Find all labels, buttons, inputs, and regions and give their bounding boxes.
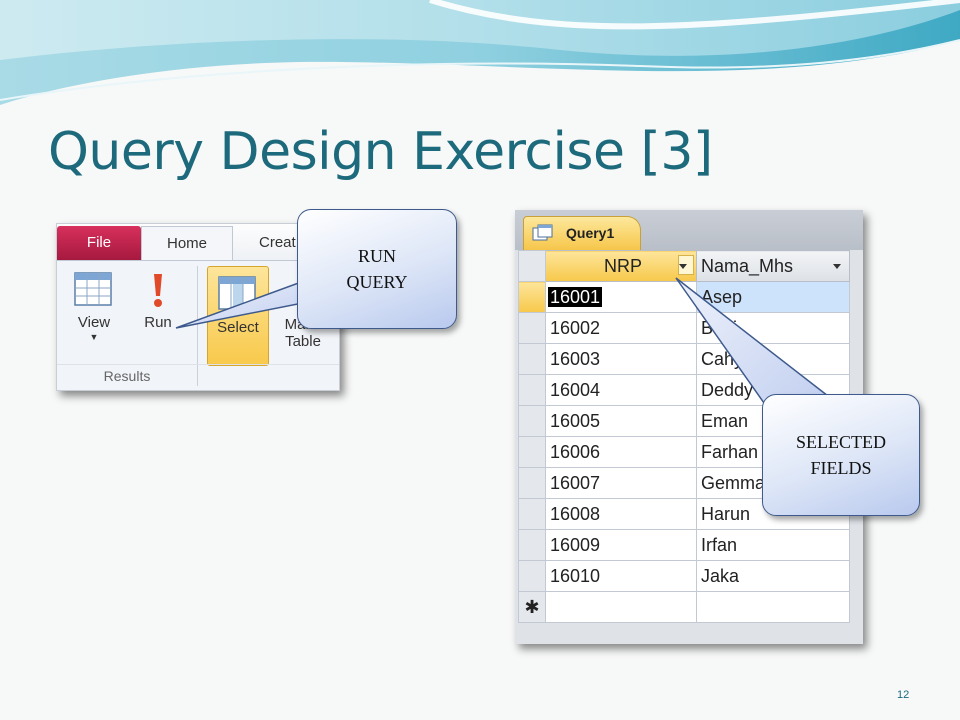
- select-query-icon: [218, 276, 256, 310]
- table-cell[interactable]: 16002: [545, 312, 697, 344]
- record-selector[interactable]: [518, 560, 546, 592]
- table-cell[interactable]: 16006: [545, 436, 697, 468]
- table-row[interactable]: 16001 Asep: [518, 281, 850, 313]
- selected-fields-callout: SELECTED FIELDS: [762, 394, 920, 516]
- chevron-down-icon: ▼: [89, 332, 99, 342]
- view-button-label: View: [77, 314, 111, 331]
- table-cell[interactable]: 16003: [545, 343, 697, 375]
- column-header-nama-mhs[interactable]: Nama_Mhs: [696, 250, 850, 282]
- table-row[interactable]: 16009 Irfan: [518, 529, 850, 561]
- chevron-down-icon[interactable]: [833, 264, 841, 269]
- table-cell[interactable]: [696, 591, 850, 623]
- table-cell[interactable]: Jaka: [696, 560, 850, 592]
- tab-create[interactable]: Creat: [259, 234, 296, 251]
- header-row: NRP Nama_Mhs: [518, 250, 850, 282]
- record-selector[interactable]: [518, 436, 546, 468]
- table-row[interactable]: 16003 Cahyadi: [518, 343, 850, 375]
- column-header-nama-mhs-label: Nama_Mhs: [701, 255, 794, 276]
- select-all-corner[interactable]: [518, 250, 546, 282]
- table-row[interactable]: 16002 Budi: [518, 312, 850, 344]
- document-tabbar: Query1: [515, 210, 863, 250]
- table-cell[interactable]: 16008: [545, 498, 697, 530]
- tab-file[interactable]: File: [57, 226, 141, 260]
- chevron-down-icon: [679, 264, 687, 269]
- table-cell[interactable]: 16009: [545, 529, 697, 561]
- query-icon: [532, 224, 553, 241]
- table-cell[interactable]: 16004: [545, 374, 697, 406]
- run-query-callout-text: RUN QUERY: [346, 245, 408, 292]
- record-selector[interactable]: [518, 405, 546, 437]
- view-button[interactable]: View ▼: [65, 270, 123, 343]
- run-button-label: Run: [144, 314, 172, 331]
- selected-cell-value: 16001: [548, 286, 603, 307]
- run-button[interactable]: Run: [129, 270, 187, 331]
- header-wave-decoration: [0, 0, 960, 105]
- table-cell[interactable]: Irfan: [696, 529, 850, 561]
- table-cell[interactable]: 16007: [545, 467, 697, 499]
- new-record-row[interactable]: ✱: [518, 591, 850, 623]
- exclamation-icon: [154, 274, 162, 307]
- select-query-button[interactable]: Select: [207, 266, 269, 366]
- run-query-callout: RUN QUERY: [297, 209, 457, 329]
- record-selector[interactable]: [518, 281, 546, 313]
- slide-title: Query Design Exercise [3]: [48, 122, 713, 182]
- table-cell[interactable]: 16001: [545, 281, 697, 313]
- table-cell[interactable]: 16005: [545, 405, 697, 437]
- record-selector[interactable]: [518, 498, 546, 530]
- select-button-label: Select: [217, 319, 259, 336]
- record-selector[interactable]: [518, 312, 546, 344]
- record-selector[interactable]: [518, 343, 546, 375]
- record-selector[interactable]: [518, 374, 546, 406]
- table-cell[interactable]: Budi: [696, 312, 850, 344]
- record-selector[interactable]: [518, 467, 546, 499]
- table-row[interactable]: 16010 Jaka: [518, 560, 850, 592]
- table-cell[interactable]: Cahyadi: [696, 343, 850, 375]
- table-cell[interactable]: [545, 591, 697, 623]
- column-header-nrp[interactable]: NRP: [545, 250, 697, 282]
- record-selector[interactable]: [518, 529, 546, 561]
- column-header-nrp-label: NRP: [603, 255, 642, 276]
- datasheet-view-icon: [74, 272, 112, 306]
- table-cell[interactable]: Asep: [696, 281, 850, 313]
- query1-tab[interactable]: Query1: [523, 216, 641, 250]
- make-table-label-line2: Table: [285, 333, 321, 350]
- selected-fields-callout-text: SELECTED FIELDS: [796, 431, 886, 478]
- group-separator: [197, 266, 198, 386]
- new-record-marker: ✱: [518, 591, 546, 623]
- nrp-filter-dropdown[interactable]: [678, 255, 694, 275]
- group-divider: [57, 364, 339, 365]
- tab-home[interactable]: Home: [141, 226, 233, 260]
- query1-tab-label: Query1: [566, 225, 615, 241]
- page-number: 12: [897, 689, 910, 701]
- ribbon-tabbar: File Home Creat: [57, 224, 339, 261]
- table-cell[interactable]: 16010: [545, 560, 697, 592]
- results-group-label: Results: [103, 368, 151, 384]
